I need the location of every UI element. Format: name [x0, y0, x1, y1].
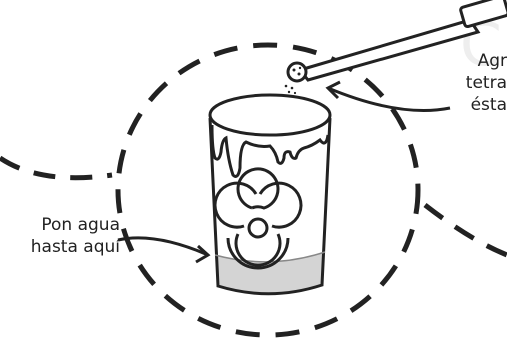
instruction-right: Agr tetra ésta [444, 50, 507, 116]
biohazard-icon [215, 169, 301, 268]
arrow-right [328, 88, 450, 111]
canister [210, 95, 330, 294]
dashed-curve-left [0, 158, 112, 178]
instruction-right-line3: ésta [444, 94, 507, 116]
instruction-right-line2: tetra [444, 72, 507, 94]
instruction-right-line1: Agr [444, 50, 507, 72]
instruction-left-line1: Pon agua [12, 214, 120, 236]
instruction-left-line2: hasta aquí [12, 236, 120, 258]
dashed-curve-right [425, 205, 507, 255]
instruction-left: Pon agua hasta aquí [12, 214, 120, 258]
